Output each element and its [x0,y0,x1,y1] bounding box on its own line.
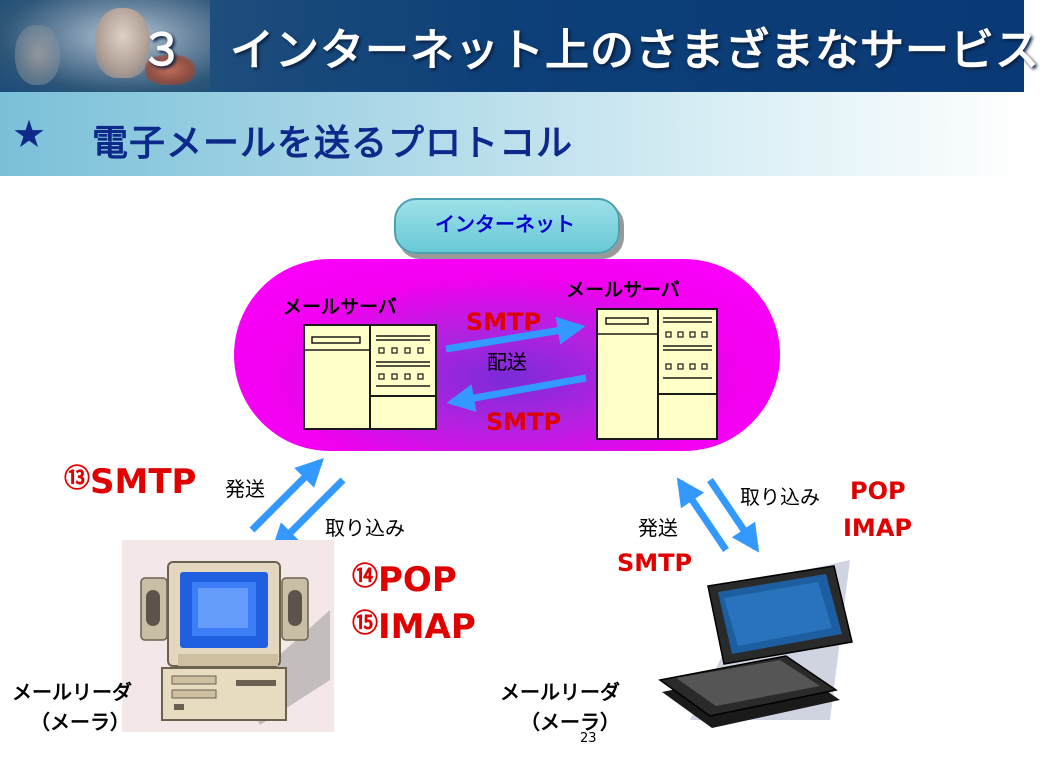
subtitle: 電子メールを送るプロトコル [92,123,574,164]
arrow-right-send [676,477,729,552]
receive-label-right: 取り込み [740,485,820,509]
star-icon: ★ [12,112,47,156]
internet-label: インターネット [435,212,575,236]
relay-label: 配送 [487,350,527,374]
receive-label-left: 取り込み [325,516,405,540]
arrow-relay-left [446,374,587,412]
protocol-name: IMAP [378,607,476,647]
mail-reader-right-label: メールリーダ [500,680,620,704]
circled-number-14: ⑭ [352,562,379,592]
header-photo [0,0,210,92]
protocol-pop: ⑭POP [352,560,457,600]
arrow-left-send [249,458,324,533]
mail-server-left [303,324,437,430]
mailer-right-label: （メーラ） [520,710,620,734]
protocol-imap: ⑮IMAP [352,607,476,647]
mailer-left-label: （メーラ） [30,710,130,734]
subtitle-bar [0,92,1024,176]
protocol-pop-right: POP [850,477,906,505]
mail-server-left-label: メールサーバ [283,296,397,318]
header-banner [0,0,1024,92]
protocol-imap-right: IMAP [843,514,912,542]
mail-server-right-label: メールサーバ [566,279,680,301]
protocol-name: SMTP [90,462,197,502]
page-title: ３ インターネット上のさまざまなサービス [140,25,1040,76]
mail-server-right [596,308,718,440]
laptop-computer-icon [658,560,853,728]
protocol-smtp-right: SMTP [617,549,693,577]
internet-box [394,198,620,254]
page-number: 23 [580,731,597,746]
send-label-right: 発送 [638,516,678,540]
smtp-relay-label: SMTP [466,308,542,336]
smtp-relay-return-label: SMTP [486,408,562,436]
send-label-left: 発送 [225,477,265,501]
circled-number-15: ⑮ [352,609,379,639]
arrow-left-receive [271,477,346,552]
protocol-smtp-send: ⑬SMTP [64,462,196,502]
arrow-relay-right [445,316,586,353]
desktop-computer-icon [140,561,330,725]
mail-reader-left-label: メールリーダ [12,680,132,704]
circled-number-13: ⑬ [64,464,91,494]
arrow-right-receive [707,478,760,553]
protocol-name: POP [378,560,457,600]
